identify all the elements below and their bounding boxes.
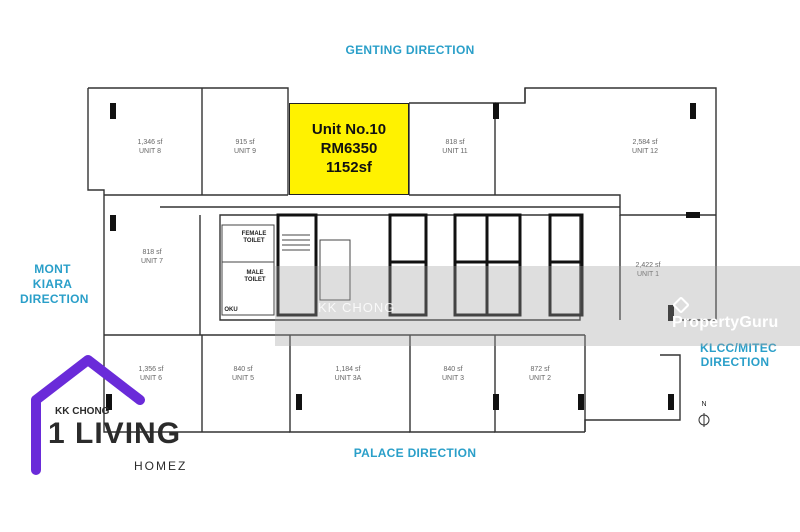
highlight-size: 1152sf	[326, 159, 372, 176]
highlighted-unit: Unit No.10 RM6350 1152sf	[289, 103, 409, 195]
watermark-text: PropertyGuru	[672, 314, 779, 332]
logo-house-icon	[31, 355, 145, 475]
direction-east: KLCC/MITEC DIRECTION	[700, 341, 777, 369]
direction-north: GENTING DIRECTION	[345, 43, 475, 57]
oku-label: OKU	[224, 307, 238, 313]
compass-icon	[698, 413, 710, 427]
propertyguru-logo-icon	[672, 296, 690, 314]
highlight-price: RM6350	[320, 140, 378, 157]
male-toilet-label: MALE TOILET	[244, 270, 266, 283]
highlight-unit-no: Unit No.10	[311, 121, 387, 138]
compass-label: N	[701, 401, 707, 408]
watermark-ghost-text: KK CHONG	[318, 300, 396, 315]
logo-sub-text: HOMEZ	[134, 459, 188, 473]
female-toilet-label: FEMALE TOILET	[241, 231, 267, 244]
logo-main-text: 1 LIVING	[48, 417, 182, 450]
propertyguru-watermark: PropertyGuru	[672, 296, 800, 332]
direction-west: MONT KIARA DIRECTION	[20, 262, 89, 306]
watermark-band	[275, 266, 800, 346]
logo-top-text: KK CHONG	[55, 406, 110, 417]
direction-south: PALACE DIRECTION	[353, 446, 477, 460]
